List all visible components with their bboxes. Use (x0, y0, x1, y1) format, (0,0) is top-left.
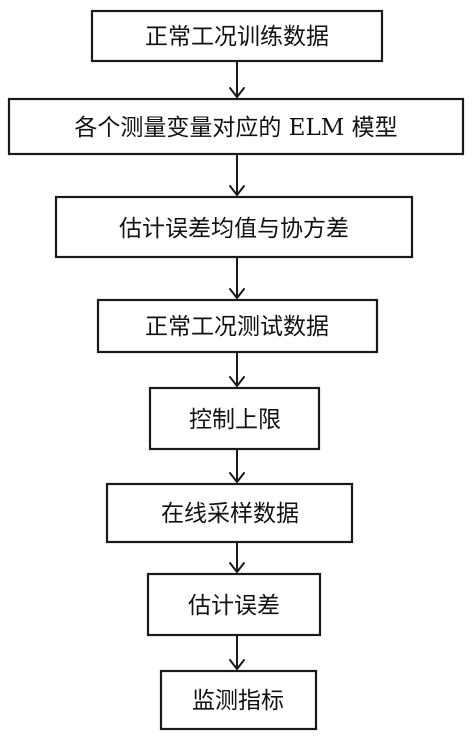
step-7-estimation-error: 估计误差 (146, 572, 322, 637)
step-7-label: 估计误差 (188, 593, 280, 619)
arrow-5-6 (229, 449, 245, 483)
step-4-test-data: 正常工况测试数据 (96, 298, 379, 354)
arrow-3-4 (229, 257, 245, 299)
step-5-box (148, 386, 321, 451)
step-6-online-sampling: 在线采样数据 (105, 482, 354, 544)
step-6-label: 在线采样数据 (161, 501, 299, 527)
step-8-label: 监测指标 (192, 688, 284, 714)
step-1-label: 正常工况训练数据 (145, 24, 329, 50)
arrow-4-5 (229, 352, 245, 387)
arrow-7-8 (229, 635, 245, 670)
step-3-label: 估计误差均值与协方差 (119, 216, 349, 242)
step-5-control-limit: 控制上限 (148, 386, 321, 451)
step-5-label: 控制上限 (189, 407, 281, 433)
step-2-label: 各个测量变量对应的 ELM 模型 (74, 115, 397, 141)
step-1-box (90, 9, 384, 63)
step-1-training-data: 正常工况训练数据 (90, 9, 384, 63)
step-2-box (7, 97, 465, 156)
step-2-elm-models: 各个测量变量对应的 ELM 模型 (7, 97, 465, 156)
step-3-error-mean-covariance: 估计误差均值与协方差 (54, 195, 414, 259)
step-3-box (54, 195, 414, 259)
step-4-label: 正常工况测试数据 (145, 314, 329, 340)
step-8-monitoring-index: 监测指标 (159, 669, 318, 731)
arrow-6-7 (229, 542, 245, 573)
arrow-2-3 (229, 154, 245, 196)
step-8-box (159, 669, 318, 731)
step-6-box (105, 482, 354, 544)
step-7-box (146, 572, 322, 637)
arrow-1-2 (229, 61, 245, 98)
